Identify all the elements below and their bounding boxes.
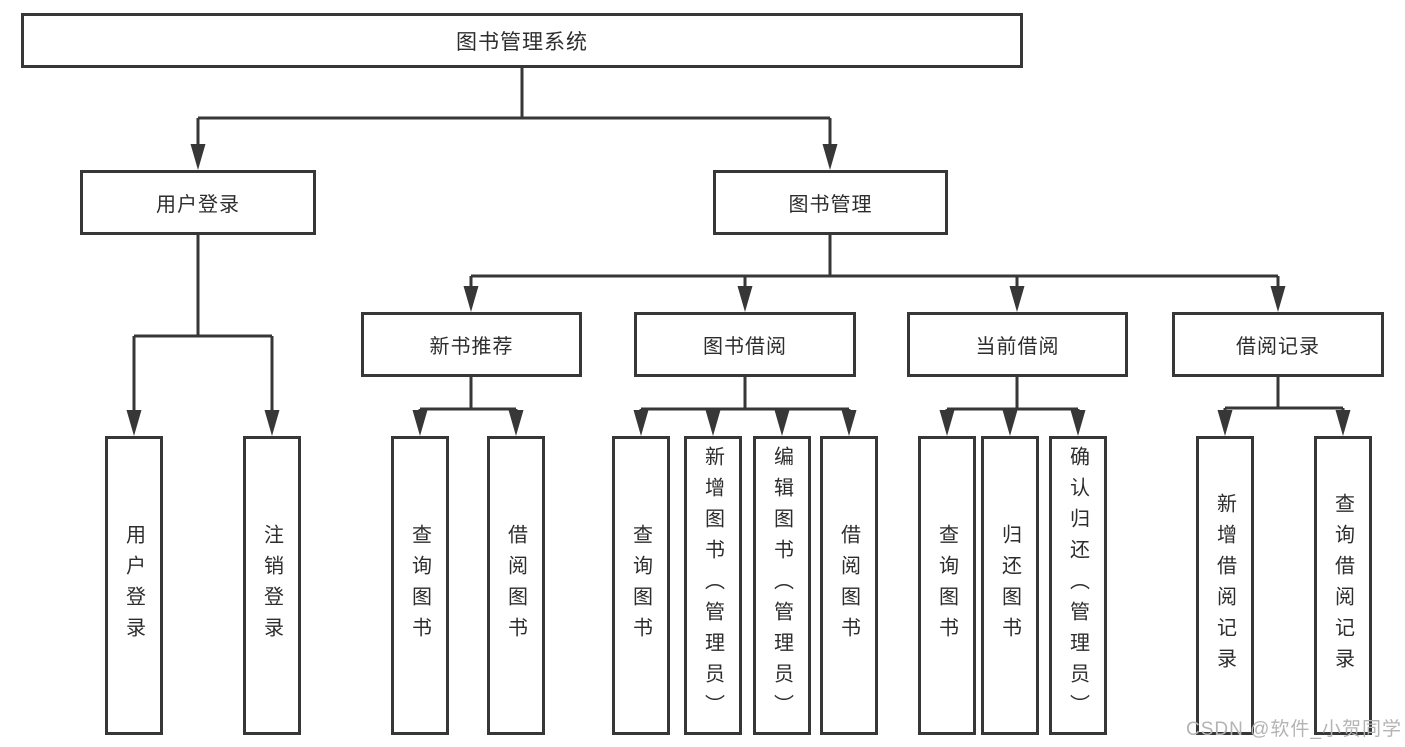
arrow-down-icon: [508, 410, 524, 436]
connector-records-to-leaves: [1223, 377, 1345, 414]
leaf-user-login: 用户登录: [105, 436, 163, 735]
arrow-down-icon: [1217, 410, 1233, 436]
arrow-down-icon: [190, 144, 206, 170]
leaf-borrow-query-books: 查询图书: [612, 436, 670, 735]
arrow-down-icon: [1270, 286, 1286, 312]
connector-current-to-leaves: [945, 377, 1080, 414]
leaf-logout: 注销登录: [243, 436, 301, 735]
arrowheads: [126, 144, 1351, 436]
leaf-newbook-query-books: 查询图书: [391, 436, 449, 735]
connector-borrow-to-leaves: [639, 377, 851, 414]
arrow-down-icon: [463, 286, 479, 312]
connector-paths: [132, 68, 1345, 416]
arrow-down-icon: [939, 410, 955, 436]
arrow-down-icon: [705, 410, 721, 436]
connector-userlogin-to-leaves: [132, 235, 274, 416]
node-current-borrow: 当前借阅: [907, 312, 1128, 377]
node-system-root: 图书管理系统: [21, 13, 1023, 68]
arrow-down-icon: [412, 410, 428, 436]
leaf-borrow-edit-books-admin: 编辑图书（管理员）: [753, 436, 811, 735]
leaf-borrow-add-books-admin: 新增图书（管理员）: [684, 436, 742, 735]
leaf-borrow-borrow-books: 借阅图书: [820, 436, 878, 735]
arrow-down-icon: [1335, 410, 1351, 436]
connector-root-to-level2: [196, 68, 832, 150]
node-user-login: 用户登录: [80, 170, 316, 235]
leaf-current-confirm-return-admin: 确认归还（管理员）: [1049, 436, 1107, 735]
arrow-down-icon: [126, 410, 142, 436]
leaf-current-return-books: 归还图书: [981, 436, 1039, 735]
leaf-current-query-books: 查询图书: [918, 436, 976, 735]
node-book-borrow: 图书借阅: [634, 312, 856, 377]
arrow-down-icon: [737, 286, 753, 312]
arrow-down-icon: [1009, 286, 1025, 312]
arrow-down-icon: [841, 410, 857, 436]
arrow-down-icon: [633, 410, 649, 436]
arrow-down-icon: [1002, 410, 1018, 436]
arrow-down-icon: [774, 410, 790, 436]
node-book-management: 图书管理: [713, 170, 948, 235]
arrow-down-icon: [264, 410, 280, 436]
leaf-records-query: 查询借阅记录: [1314, 436, 1372, 735]
node-new-book-recommend: 新书推荐: [361, 312, 582, 377]
arrow-down-icon: [822, 144, 838, 170]
connector-newbook-to-leaves: [418, 377, 518, 414]
node-borrow-records: 借阅记录: [1172, 312, 1384, 377]
connector-bookmgmt-to-level3: [469, 235, 1280, 292]
csdn-watermark: CSDN @软件_小贺同学: [1186, 719, 1402, 740]
leaf-newbook-borrow-books: 借阅图书: [487, 436, 545, 735]
arrow-down-icon: [1070, 410, 1086, 436]
leaf-records-add: 新增借阅记录: [1196, 436, 1254, 735]
